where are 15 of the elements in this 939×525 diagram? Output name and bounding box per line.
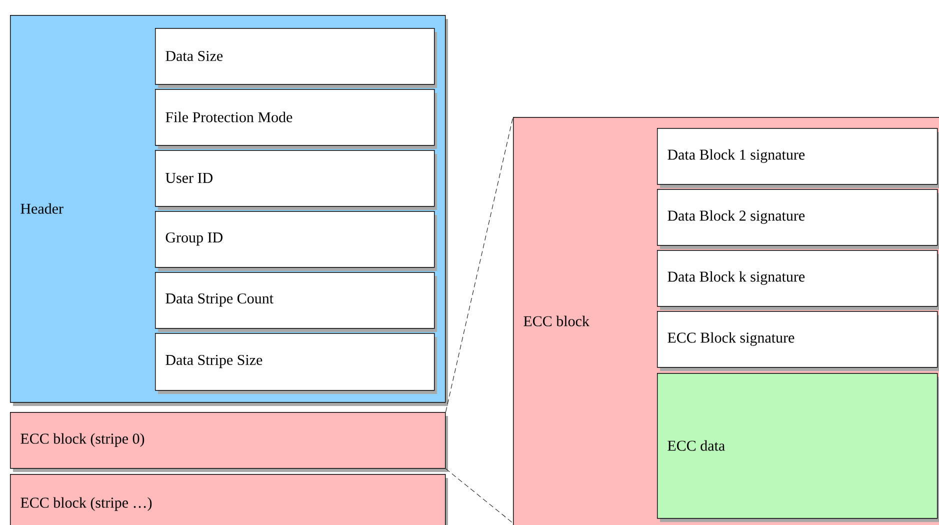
field-box: Data Size (155, 28, 437, 88)
field-box: Group ID (155, 211, 437, 271)
zoom-line (445, 468, 514, 524)
signature-box: Data Block k signature (657, 250, 939, 310)
field-box: Data Stripe Count (155, 272, 437, 332)
signature-box: Data Block 1 signature (657, 128, 939, 188)
field-box: File Protection Mode (155, 89, 437, 149)
ecc-block-box: ECC block (stripe …) (10, 474, 448, 525)
ecc-data-box: ECC data (657, 373, 939, 522)
field-box: Data Stripe Size (155, 333, 437, 394)
zoom-line (445, 116, 514, 412)
signature-box: Data Block 2 signature (657, 189, 939, 249)
signature-box: ECC Block signature (657, 311, 939, 371)
ecc-block-box: ECC block (stripe 0) (10, 412, 448, 472)
field-box: User ID (155, 150, 437, 210)
